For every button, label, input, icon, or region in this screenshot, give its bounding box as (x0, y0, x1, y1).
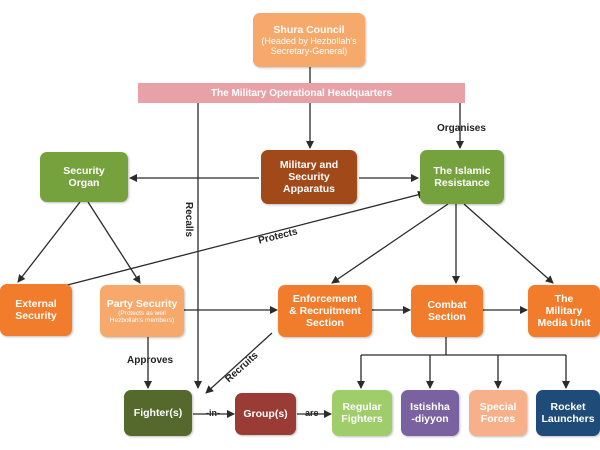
military-apparatus-line3: Apparatus (283, 183, 335, 196)
special-line1: Special (479, 400, 517, 413)
groups-node: Group(s) (235, 393, 296, 435)
combat-section-node: Combat Section (411, 285, 483, 337)
label-organises: Organises (437, 123, 486, 134)
label-are: are (305, 408, 319, 418)
military-hq-banner: The Military Operational Headquarters (138, 83, 465, 103)
regular-line2: Fighters (341, 413, 383, 425)
edge-security-external (17, 201, 81, 283)
islamic-resistance-line1: The Islamic (433, 164, 491, 177)
islamic-resistance-line2: Resistance (434, 177, 490, 189)
fighters-node: Fighter(s) (124, 390, 192, 436)
groups-label: Group(s) (243, 407, 288, 420)
military-apparatus-node: Military and Security Apparatus (261, 150, 357, 204)
edge-protects (47, 190, 426, 291)
external-security-node: External Security (0, 284, 72, 336)
external-security-line2: Security (15, 310, 57, 322)
edge-recruits (205, 332, 273, 394)
rocket-line2: Launchers (541, 413, 595, 425)
media-unit-node: The Military Media Unit (528, 285, 600, 337)
enforcement-line2: & Recruitment (289, 304, 361, 317)
media-line2: Military (545, 304, 583, 317)
label-recalls: Recalls (183, 202, 194, 238)
special-line2: Forces (480, 413, 516, 425)
party-security-title: Party Security (106, 297, 178, 310)
security-organ-node: Security Organ (40, 152, 128, 202)
external-security-line1: External (15, 297, 57, 310)
shura-council-node: Shura Council (Headed by Hezbollah's Sec… (253, 13, 365, 67)
security-organ-line2: Organ (68, 177, 100, 189)
military-apparatus-line1: Military and (279, 158, 339, 171)
special-forces-node: Special Forces (469, 390, 527, 436)
shura-council-subtitle: (Headed by Hezbollah's Secretary-General… (261, 35, 357, 57)
party-security-subtitle: (Protects as well Hezbollah's members) (109, 309, 175, 325)
enforcement-recruitment-node: Enforcement & Recruitment Section (278, 285, 372, 337)
media-line3: Media Unit (537, 317, 591, 330)
edge-security-party (87, 201, 141, 284)
istishha-line2: -diyyon (411, 413, 449, 425)
enforcement-line1: Enforcement (292, 292, 358, 305)
edge-resistance-enforcement (331, 203, 449, 284)
combat-line2: Section (428, 311, 466, 323)
security-organ-line1: Security (63, 164, 105, 177)
regular-fighters-node: Regular Fighters (332, 390, 392, 436)
media-line1: The (554, 292, 574, 305)
rocket-line1: Rocket (550, 400, 586, 413)
military-apparatus-line2: Security (288, 170, 330, 183)
enforcement-line3: Section (306, 317, 344, 330)
fighters-label: Fighter(s) (133, 406, 183, 419)
combat-line1: Combat (427, 298, 467, 311)
istishha-line1: Istishha (410, 400, 450, 413)
regular-line1: Regular (342, 400, 382, 413)
istishhadiyyon-node: Istishha -diyyon (401, 390, 459, 436)
shura-council-title: Shura Council (273, 23, 345, 36)
rocket-launchers-node: Rocket Launchers (536, 390, 600, 436)
edge-resistance-media (463, 203, 554, 284)
label-in: -in- (206, 408, 220, 418)
party-security-node: Party Security (Protects as well Hezboll… (100, 285, 184, 337)
islamic-resistance-node: The Islamic Resistance (420, 150, 504, 204)
label-approves: Approves (127, 355, 174, 366)
